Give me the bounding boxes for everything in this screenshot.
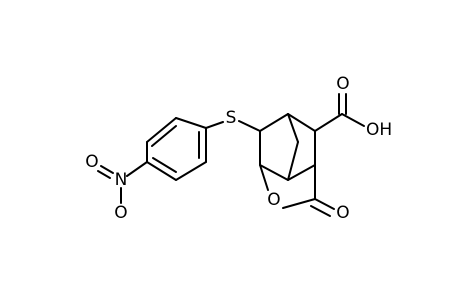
bond-ring-e	[146, 161, 177, 181]
bond-c1-c2	[287, 113, 316, 132]
bond-ring-sulfur	[205, 121, 224, 129]
bond-n-o-upper-1	[100, 165, 114, 174]
bond-bridge-right	[287, 141, 299, 181]
atom-nitro-oxygen-bottom: O	[114, 203, 127, 223]
bond-bridge-left	[287, 113, 299, 143]
bond-ring-b	[175, 117, 207, 129]
atom-nitro-oxygen-left: O	[85, 152, 98, 172]
atom-acid-carbonyl-oxygen: O	[336, 74, 349, 94]
bond-ring-d	[175, 161, 207, 181]
bond-c5-ring-oxygen	[259, 164, 269, 191]
atom-sulfur: S	[226, 108, 237, 128]
bond-ring-a-inner	[151, 125, 177, 147]
atom-ring-oxygen: O	[267, 190, 280, 210]
bond-ring-a	[146, 117, 177, 143]
bond-ring-nitrogen	[126, 161, 148, 177]
bond-lactone-co-2	[310, 205, 331, 217]
bond-sulfur-cage	[238, 120, 261, 132]
bond-ring-e-inner	[152, 157, 177, 173]
bond-c4-c5	[259, 164, 289, 181]
atom-nitrogen: N	[115, 170, 128, 190]
bond-lactone-co-1	[314, 198, 335, 210]
bond-n-o-upper-2	[97, 170, 111, 179]
bonds	[97, 93, 365, 217]
atom-hydroxyl: OH	[366, 120, 392, 140]
bond-c6-c1	[259, 113, 289, 132]
atom-lactone-carbonyl-oxygen: O	[336, 203, 349, 223]
bond-c2-acid-carbon	[314, 113, 343, 132]
bond-c3-c4	[287, 164, 316, 181]
bond-ring-oxygen-carbonyl	[282, 198, 316, 209]
atom-labels: O OH S N O O O O	[85, 74, 392, 223]
bond-acid-c-oh	[341, 113, 365, 127]
